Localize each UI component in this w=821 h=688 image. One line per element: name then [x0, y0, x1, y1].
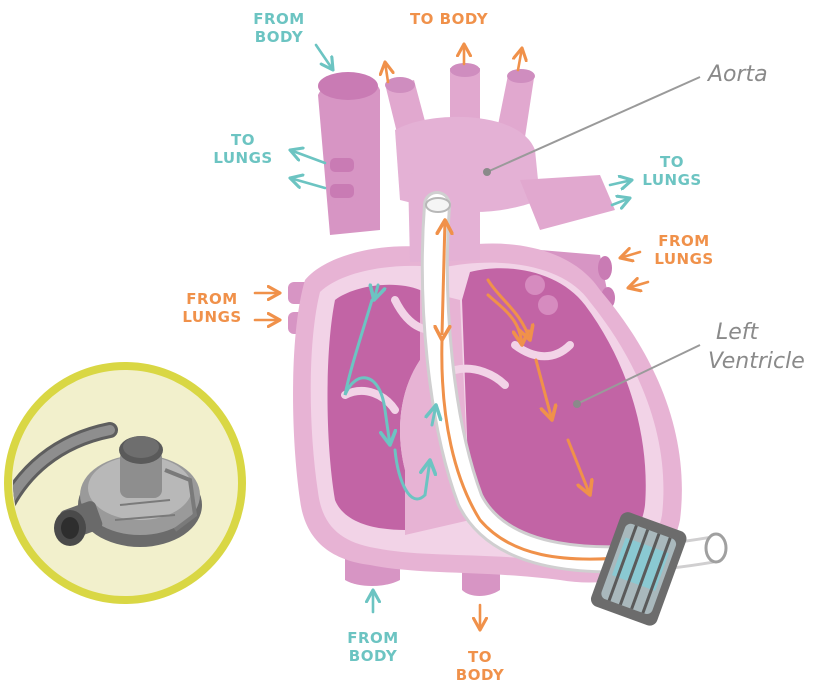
label-from-lungs-left: FROM LUNGS [172, 290, 252, 326]
label-line: TO [632, 153, 712, 171]
label-line: BODY [333, 647, 413, 665]
label-to-body-top: TO BODY [394, 10, 504, 28]
label-from-body-bottom: FROM BODY [333, 629, 413, 665]
label-line: TO [440, 648, 520, 666]
label-line: LUNGS [203, 149, 283, 167]
annotation-left-ventricle: Left Ventricle [708, 318, 805, 376]
label-line: LUNGS [172, 308, 252, 326]
label-line: TO BODY [394, 10, 504, 28]
annotation-line: Ventricle [708, 347, 805, 376]
label-line: BODY [440, 666, 520, 684]
label-line: LUNGS [632, 171, 712, 189]
label-from-body-top: FROM BODY [244, 10, 314, 46]
label-line: FROM [244, 10, 314, 28]
annotation-line: Left [708, 318, 805, 347]
label-line: FROM [644, 232, 724, 250]
annotation-aorta: Aorta [708, 60, 768, 89]
label-line: LUNGS [644, 250, 724, 268]
label-to-lungs-left: TO LUNGS [203, 131, 283, 167]
label-from-lungs-right: FROM LUNGS [644, 232, 724, 268]
pump-device-inset [0, 366, 242, 600]
label-line: FROM [172, 290, 252, 308]
label-line: FROM [333, 629, 413, 647]
label-to-lungs-right: TO LUNGS [632, 153, 712, 189]
label-line: BODY [244, 28, 314, 46]
label-line: TO [203, 131, 283, 149]
label-to-body-bottom: TO BODY [440, 648, 520, 684]
